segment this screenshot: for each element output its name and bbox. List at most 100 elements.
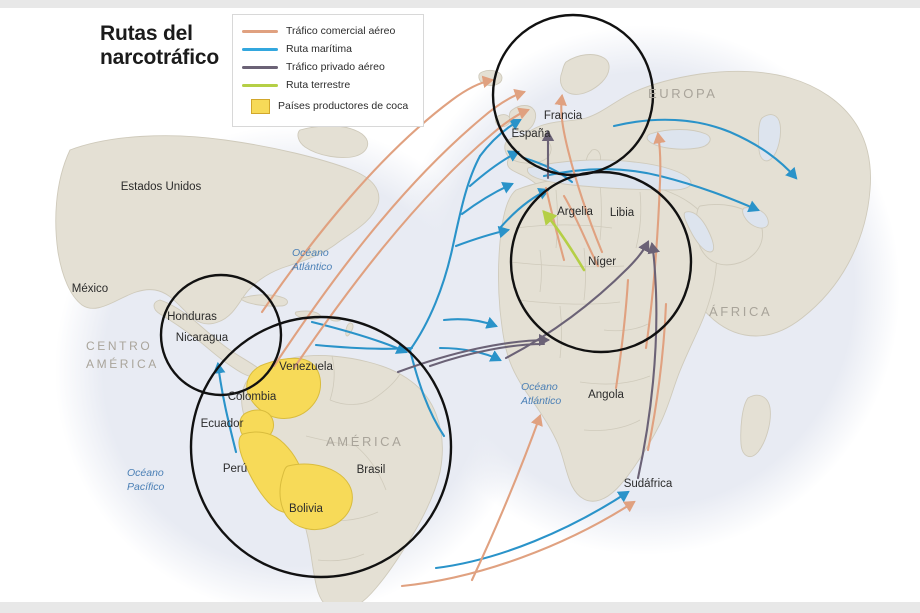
mediterranean-sea [527,159,692,191]
route-caribbean-east2 [314,343,414,350]
air-eastafrica-to-europe [644,131,666,350]
country-label: Níger [588,256,616,268]
focus-circles [159,13,693,579]
air-niger-to-algeria [562,194,600,268]
line-swatch [242,84,278,87]
north-america-land [55,135,380,325]
country-label: Brasil [357,464,386,476]
ocean-label-atlantico-north-l1: Océano [292,247,329,259]
legend-item-label: Ruta marítima [286,43,352,56]
ocean-label-pacifico-l1: Océano [127,467,164,479]
air-niger-to-europe [554,93,604,254]
line-swatch [242,30,278,33]
private-air-routes [396,129,660,480]
page-title-line2: narcotráfico [100,45,219,69]
country-label: Sudáfrica [624,478,673,490]
page-title-line1: Rutas del [100,22,193,45]
bolivia-area [279,463,353,531]
country-label: Angola [588,389,624,401]
africa-borders [509,183,651,431]
country-label: Venezuela [279,361,333,373]
route-to-morocco [454,225,511,248]
country-label: España [511,128,551,140]
country-label: Francia [544,110,583,122]
legend-item: Países productores de coca [242,97,414,116]
route-trunk-atlantic-north [408,154,482,352]
route-pacific-to-centroamerica [212,361,238,454]
air-caribbean-to-europe [260,75,495,314]
country-label: Colombia [228,391,277,403]
private-atlantic-branch [428,342,546,368]
legend-item: Tráfico comercial aéreo [242,23,414,40]
continent-label-europa: EUROPA [648,86,718,101]
country-label: Honduras [167,311,217,323]
air-brasil-to-sudafrica [400,500,636,588]
route-trunk-atlantic-south [408,348,446,438]
continent-label-centro-america-l1: CENTRO [86,339,152,353]
country-label: Bolivia [289,503,323,515]
line-swatch [242,48,278,51]
red-sea [683,211,715,253]
air-brasil-north-to-africa [470,414,543,582]
private-venezuela-to-westafrica [396,333,551,374]
andes-focus-circle [189,315,453,579]
legend-item: Ruta terrestre [242,77,414,94]
route-to-spain-a [478,118,522,158]
scandinavia-land [560,54,610,95]
continent-label-africa: ÁFRICA [709,304,772,319]
ocean-labels: Océano Atlántico Océano Pacífico Océano … [127,247,561,493]
route-to-spain-c [460,181,514,216]
colombia-area [246,357,321,419]
ocean-label-atlantico-south-l2: Atlántico [520,395,561,407]
madagascar-land [740,394,771,458]
coca-producing-countries [238,357,353,531]
route-to-westafrica-b [438,346,502,362]
country-label: México [72,283,108,295]
country-label: Libia [610,207,635,219]
country-label: Argelia [557,206,593,218]
centro-america-focus-circle [159,273,283,397]
europa-focus-circle [491,13,655,177]
route-spain-to-med [522,156,574,184]
private-sudafrica-to-sahel [636,241,660,480]
sahel-focus-circle [509,170,693,354]
country-labels: Estados UnidosMéxicoHondurasNicaraguaVen… [72,110,673,515]
greenland-land [297,125,369,158]
commercial-air-routes [260,75,668,588]
land-routes [542,210,586,272]
legend-item: Ruta marítima [242,41,414,58]
route-brasil-to-sudafrica [434,490,630,570]
legend-item-label: Tráfico privado aéreo [286,61,385,74]
air-colombia-to-europe-b [292,107,530,370]
continent-labels: CENTRO AMÉRICA AMÉRICA EUROPA ÁFRICA [86,86,772,449]
country-label: Ecuador [201,418,244,430]
legend-item-label: Ruta terrestre [286,79,351,92]
ocean-label-pacifico-l2: Pacífico [127,481,165,493]
route-to-spain-b [468,150,520,188]
samerica-borders [305,355,401,562]
air-sudafrica-north [646,302,668,452]
continent-label-america: AMÉRICA [326,434,403,449]
line-swatch [242,66,278,69]
air-colombia-to-europe-a [272,88,526,368]
ocean-label-atlantico-south-l1: Océano [521,381,558,393]
page-title: Rutas del narcotráfico [100,22,250,69]
coca-box-swatch [251,99,270,114]
ocean-label-atlantico-north-l2: Atlántico [291,261,332,273]
country-label: Perú [223,463,247,475]
route-to-westafrica-a [442,316,498,329]
legend-item-label: Países productores de coca [278,100,409,113]
land-niger-to-algeria [542,210,586,272]
continent-label-centro-america-l2: AMÉRICA [86,356,159,371]
legend-item-label: Tráfico comercial aéreo [286,25,396,38]
air-angola-up [614,278,630,390]
top-edge-bar [0,0,920,8]
lesser-antilles [345,322,354,337]
bottom-edge-bar [0,602,920,613]
country-label: Estados Unidos [121,181,202,193]
private-westafrica-to-libia [504,240,650,360]
legend-item: Tráfico privado aéreo [242,59,414,76]
